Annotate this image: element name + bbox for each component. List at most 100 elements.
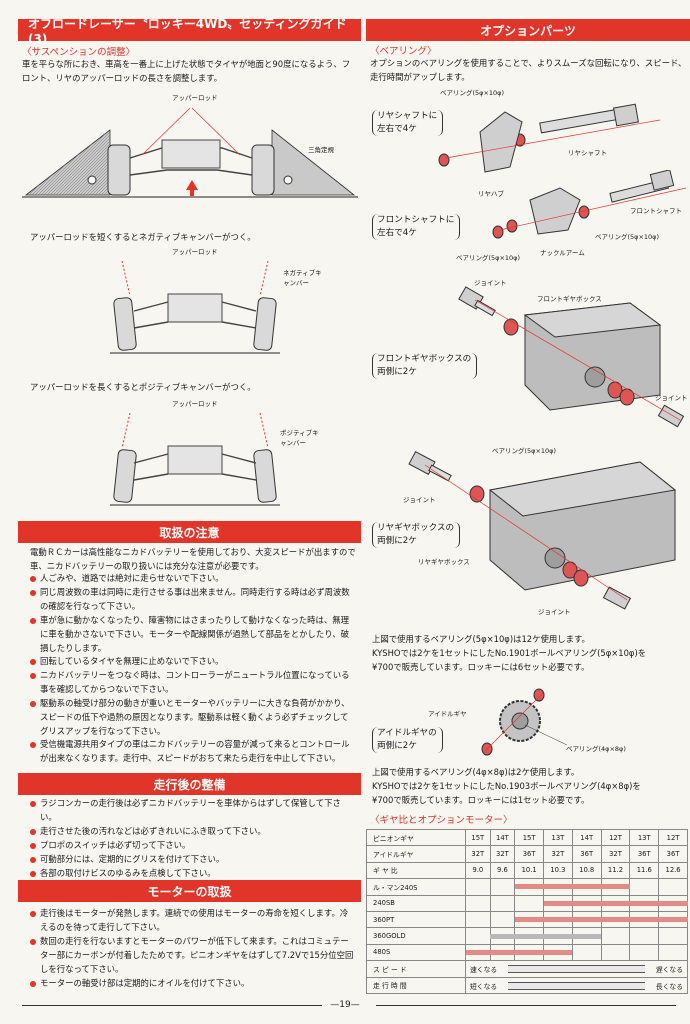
- motor-range-bar: [543, 900, 688, 906]
- rear-gearbox-callout: リヤギヤボックスの両側に2ケ: [372, 522, 461, 548]
- handling-intro: 電動ＲＣカーは高性能なニカドバッテリーを使用しており、大変スピードが出ますので車…: [30, 547, 356, 571]
- pinion-row-cell: 13T: [543, 828, 573, 847]
- gear-ratio-heading: 〈ギヤ比とオプションモーター〉: [370, 815, 513, 826]
- motor-row-label: 480S: [366, 943, 466, 962]
- motor-row-cell: [629, 878, 660, 896]
- pinion-row-cell: 13T: [629, 828, 660, 847]
- motor-row-cell: [600, 927, 631, 945]
- ratio-row-cell: 12.6: [658, 861, 688, 880]
- footer-line-right: [376, 1005, 676, 1006]
- rear-gearbox-diagram: [408, 450, 677, 610]
- pinion-row-label: ピニオンギヤ: [366, 828, 466, 847]
- time-arrow: 短くなる長くなる: [465, 976, 688, 994]
- after-run-item: プロポのスイッチは必ず切って下さい。: [30, 839, 356, 853]
- suspension-figure-1: [22, 107, 358, 198]
- handling-item: ニカドバッテリーをつなぐ時は、コントローラーがニュートラル位置になっている事を確…: [30, 669, 356, 697]
- motor-row-cell: [489, 878, 516, 896]
- pinion-row-cell: 12T: [600, 828, 631, 847]
- pinion-row-cell: 14T: [489, 828, 516, 847]
- handling-heading: 取扱の注意: [18, 521, 361, 543]
- pinion-row-cell: 12T: [658, 828, 688, 847]
- idler-row-cell: 32T: [600, 845, 631, 863]
- pinion-row-cell: 15T: [465, 828, 491, 847]
- fig3-upper-rod-label: アッパーロッド: [172, 400, 218, 408]
- fig2-upper-rod-label: アッパーロッド: [172, 248, 218, 256]
- idler-row-cell: 36T: [658, 845, 688, 863]
- negative-camber-text: アッパーロッドを短くするとネガティブキャンバーがつく。: [30, 232, 256, 242]
- rear-shaft-diagram: [438, 103, 661, 173]
- suspension-heading: 〈サスペンションの調整〉: [22, 47, 136, 58]
- time-row: 走 行 時 間短くなる長くなる: [366, 976, 688, 994]
- fig3-positive-camber-label: ポジティブキャンバー: [280, 429, 319, 447]
- handling-item: 人ごみや、道路では絶対に走らせないで下さい。: [30, 572, 356, 586]
- motor-heading: モーターの取扱: [18, 880, 361, 902]
- bearing-note-2: 上図で使用するベアリング(4φ×8φ)は2ケ使用します。KYSHOでは2ケを1セ…: [372, 767, 641, 805]
- handling-item: 回転しているタイヤを無理に止めないで下さい。: [30, 655, 356, 669]
- speed-left: 速くなる: [470, 966, 498, 975]
- label-joint-d: ジョイント: [538, 608, 571, 616]
- pinion-row-cell: 14T: [571, 828, 602, 847]
- label-joint-a: ジョイント: [474, 279, 507, 287]
- speed-arrow-shape: [508, 965, 645, 974]
- idler-row-cell: 32T: [543, 845, 573, 863]
- motor-row-cell: [489, 910, 516, 929]
- ratio-row-cell: 9.6: [489, 861, 516, 880]
- motor-range-bar: [514, 917, 688, 923]
- ratio-row-cell: 11.2: [600, 861, 631, 880]
- after-run-item: 可動部分には、定期的にグリスを付けて下さい。: [30, 853, 356, 867]
- speed-row: ス ピ ー ド速くなる遅くなる: [366, 960, 688, 978]
- ratio-row-cell: 10.8: [571, 861, 602, 880]
- label-front-gearbox: フロントギヤボックス: [537, 295, 602, 303]
- motor-row-cell: [658, 878, 688, 896]
- motor-row-cell: [658, 943, 688, 962]
- motor-item: 走行後はモーターが発熱します。連続での使用はモーターの寿命を短くします。冷えるの…: [30, 907, 356, 935]
- speed-label: ス ピ ー ド: [366, 960, 466, 978]
- handling-item: 受信機電源共用タイプの車はニカドバッテリーの容量が減って来るとコントロールが出来…: [30, 738, 356, 766]
- label-bearing-5x10-b: ベアリング(5φ×10φ): [595, 233, 660, 241]
- suspension-intro: 車を平らな所におき、車高を一番上に上げた状態でタイヤが地面と90度になるよう、フ…: [22, 59, 351, 83]
- fig1-triangle-label: 三角定規: [308, 146, 334, 154]
- suspension-figure-3: [110, 412, 280, 506]
- time-left: 短くなる: [470, 982, 498, 991]
- bearing-heading: 〈ベアリング〉: [370, 46, 437, 57]
- motor-row-cell: [571, 943, 602, 962]
- right-page-title: オプションパーツ: [366, 19, 690, 41]
- speed-arrow: 速くなる遅くなる: [465, 960, 688, 978]
- ratio-row-cell: 11.6: [629, 861, 660, 880]
- bearing-intro: オプションのベアリングを使用することで、よりスムーズな回転になり、スピード、走行…: [370, 58, 687, 82]
- front-shaft-callout: フロントシャフトに左右で4ケ: [372, 214, 461, 240]
- pinion-row-cell: 15T: [514, 828, 545, 847]
- fig2-negative-camber-label: ネガティブキャンバー: [283, 269, 322, 287]
- label-bearing-5x10-c: ベアリング(5φ×10φ): [456, 254, 521, 262]
- label-knuckle-arm: ナックルアーム: [540, 249, 585, 257]
- motor-item: 数回の走行を行ないますとモーターのパワーが低下して来ます。これはコミュテーター部…: [30, 935, 356, 976]
- label-front-shaft: フロントシャフト: [630, 207, 682, 215]
- rear-shaft-callout: リヤシャフトに左右で4ケ: [372, 110, 444, 136]
- motor-item: モーターの軸受け部は定期的にオイルを付けて下さい。: [30, 977, 356, 991]
- idler-row-cell: 36T: [629, 845, 660, 863]
- label-idler-gear: アイドルギヤ: [428, 710, 467, 718]
- bearing-note-1: 上図で使用するベアリング(5φ×10φ)は12ケ使用します。KYSHOでは2ケを…: [372, 634, 647, 672]
- suspension-figure-2: [110, 260, 280, 354]
- after-run-item: ラジコンカーの走行後は必ずニカドバッテリーを車体からはずして保管して下さい。: [30, 797, 356, 825]
- motor-range-bar: [465, 949, 573, 955]
- footer-line-left: [22, 1005, 322, 1006]
- label-rear-shaft: リヤシャフト: [568, 149, 607, 157]
- page-number: —19—: [330, 1000, 360, 1010]
- idler-gear-diagram: [481, 688, 568, 756]
- motor-row-cell: [629, 927, 660, 945]
- motor-row-cell: [465, 894, 491, 912]
- idler-row-label: アイドルギヤ: [366, 845, 466, 863]
- label-bearing-5x10-d: ベアリング(5φ×10φ): [492, 447, 557, 455]
- idler-gear-callout: アイドルギヤの両側に2ケ: [372, 727, 443, 753]
- positive-camber-text: アッパーロッドを長くするとポジティブキャンバーがつく。: [30, 382, 256, 392]
- time-arrow-shape: [508, 981, 645, 990]
- handling-item: 同じ周波数の車は同時に走行させる事は出来ません。同時走行する時は必ず周波数の確認…: [30, 586, 356, 614]
- idler-row-cell: 32T: [489, 845, 516, 863]
- after-run-item: 走行させた後の汚れなどは必ずきれいにふき取って下さい。: [30, 825, 356, 839]
- motor-row-cell: [658, 927, 688, 945]
- motor-row-cell: [465, 910, 491, 929]
